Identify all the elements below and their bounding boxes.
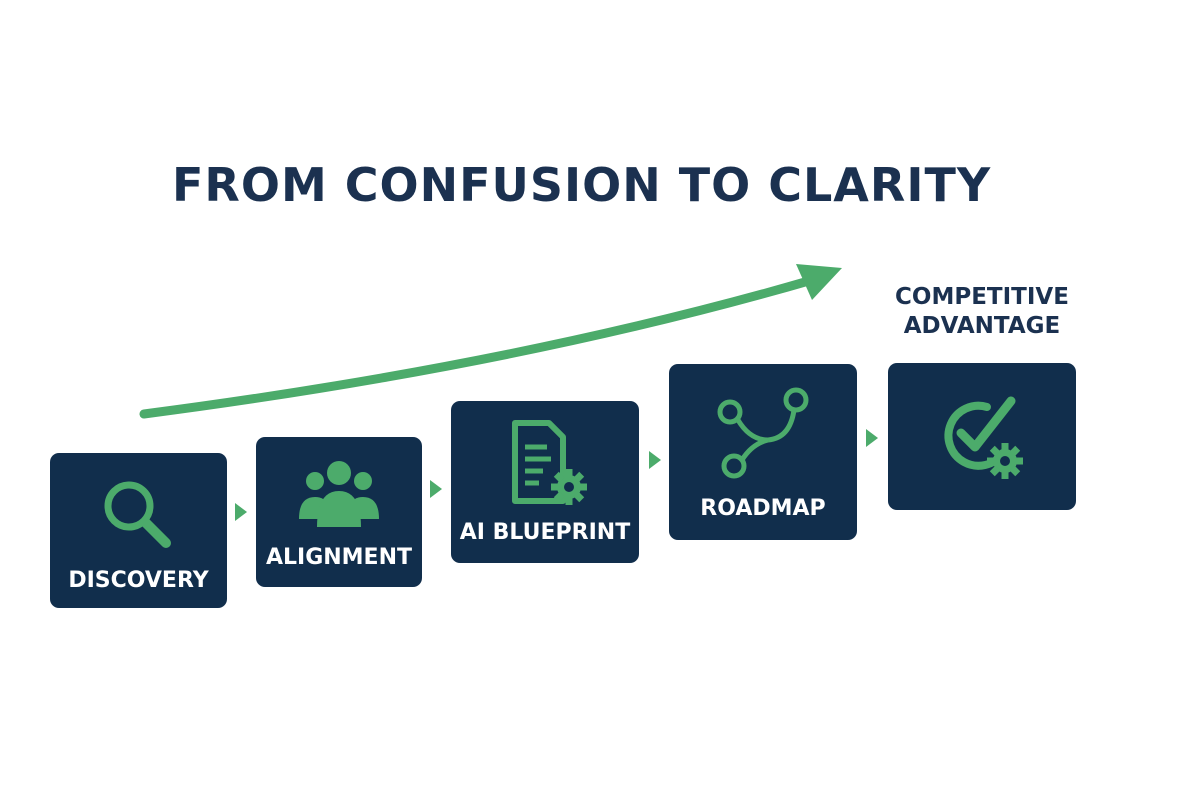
magnifier-icon <box>104 481 171 548</box>
document-gear-icon <box>512 420 587 505</box>
outcome-line-2: ADVANTAGE <box>903 312 1061 339</box>
branching-path-icon <box>717 387 809 479</box>
outcome-line-1: COMPETITIVE <box>895 284 1069 310</box>
step-alignment: ALIGNMENT <box>256 437 422 587</box>
chevron-right-icon <box>649 451 661 469</box>
check-gear-icon <box>944 396 1023 479</box>
step-label: AI BLUEPRINT <box>459 520 631 545</box>
outcome-label: COMPETITIVE ADVANTAGE <box>872 283 1092 341</box>
chevron-right-icon <box>866 429 878 447</box>
step-discovery: DISCOVERY <box>50 453 227 608</box>
page-title: FROM CONFUSION TO CLARITY <box>172 158 992 212</box>
chevron-right-icon <box>430 480 442 498</box>
step-label: ALIGNMENT <box>265 545 413 570</box>
step-label: ROADMAP <box>700 496 826 521</box>
chevron-right-icon <box>235 503 247 521</box>
step-roadmap: ROADMAP <box>669 364 857 540</box>
step-label: DISCOVERY <box>68 568 209 593</box>
step-competitive-advantage <box>888 363 1076 510</box>
step-ai-blueprint: AI BLUEPRINT <box>451 401 639 563</box>
team-icon <box>299 461 379 527</box>
